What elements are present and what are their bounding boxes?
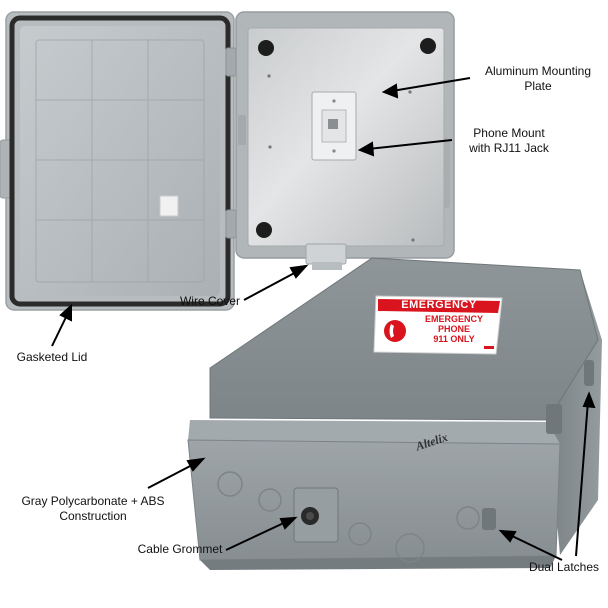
callout-construction: Gray Polycarbonate + ABS Construction — [4, 494, 182, 524]
callout-phone-mount-line2: with RJ11 Jack — [469, 141, 549, 155]
dual-latches — [482, 360, 594, 530]
callout-aluminum-plate: Aluminum Mounting Plate — [472, 64, 604, 94]
callout-dual-latches: Dual Latches — [522, 560, 606, 575]
phone-mount-rj11-jack — [311, 91, 357, 161]
gasketed-lid — [0, 11, 237, 311]
callout-gasketed-lid: Gasketed Lid — [4, 350, 100, 365]
callout-cable-grommet-line1: Cable Grommet — [137, 542, 223, 556]
callout-wire-cover: Wire Cover — [170, 294, 250, 309]
callout-dual-latches-line1: Dual Latches — [528, 560, 600, 574]
cable-grommet — [301, 507, 319, 525]
wire-cover — [305, 243, 347, 270]
callout-phone-mount-line1: Phone Mount — [473, 126, 545, 140]
callout-arrows — [51, 77, 596, 561]
callout-cable-grommet: Cable Grommet — [132, 542, 228, 557]
callout-aluminum-plate-line1: Aluminum Mounting — [484, 64, 592, 78]
phone-handset-icon — [384, 320, 406, 342]
sticker-line-1: EMERGENCY — [424, 314, 483, 324]
callout-wire-cover-line1: Wire Cover — [179, 294, 240, 308]
sticker-line-2: PHONE — [437, 324, 470, 334]
emergency-sticker — [373, 295, 503, 355]
callout-construction-line2: Construction — [59, 509, 127, 523]
sticker-header: EMERGENCY — [401, 299, 477, 311]
callout-aluminum-plate-line2: Plate — [524, 79, 552, 93]
callout-phone-mount: Phone Mount with RJ11 Jack — [454, 126, 564, 156]
callout-construction-line1: Gray Polycarbonate + ABS — [21, 494, 165, 508]
callout-gasketed-lid-line1: Gasketed Lid — [16, 350, 88, 364]
sticker-line-3: 911 ONLY — [433, 334, 475, 344]
